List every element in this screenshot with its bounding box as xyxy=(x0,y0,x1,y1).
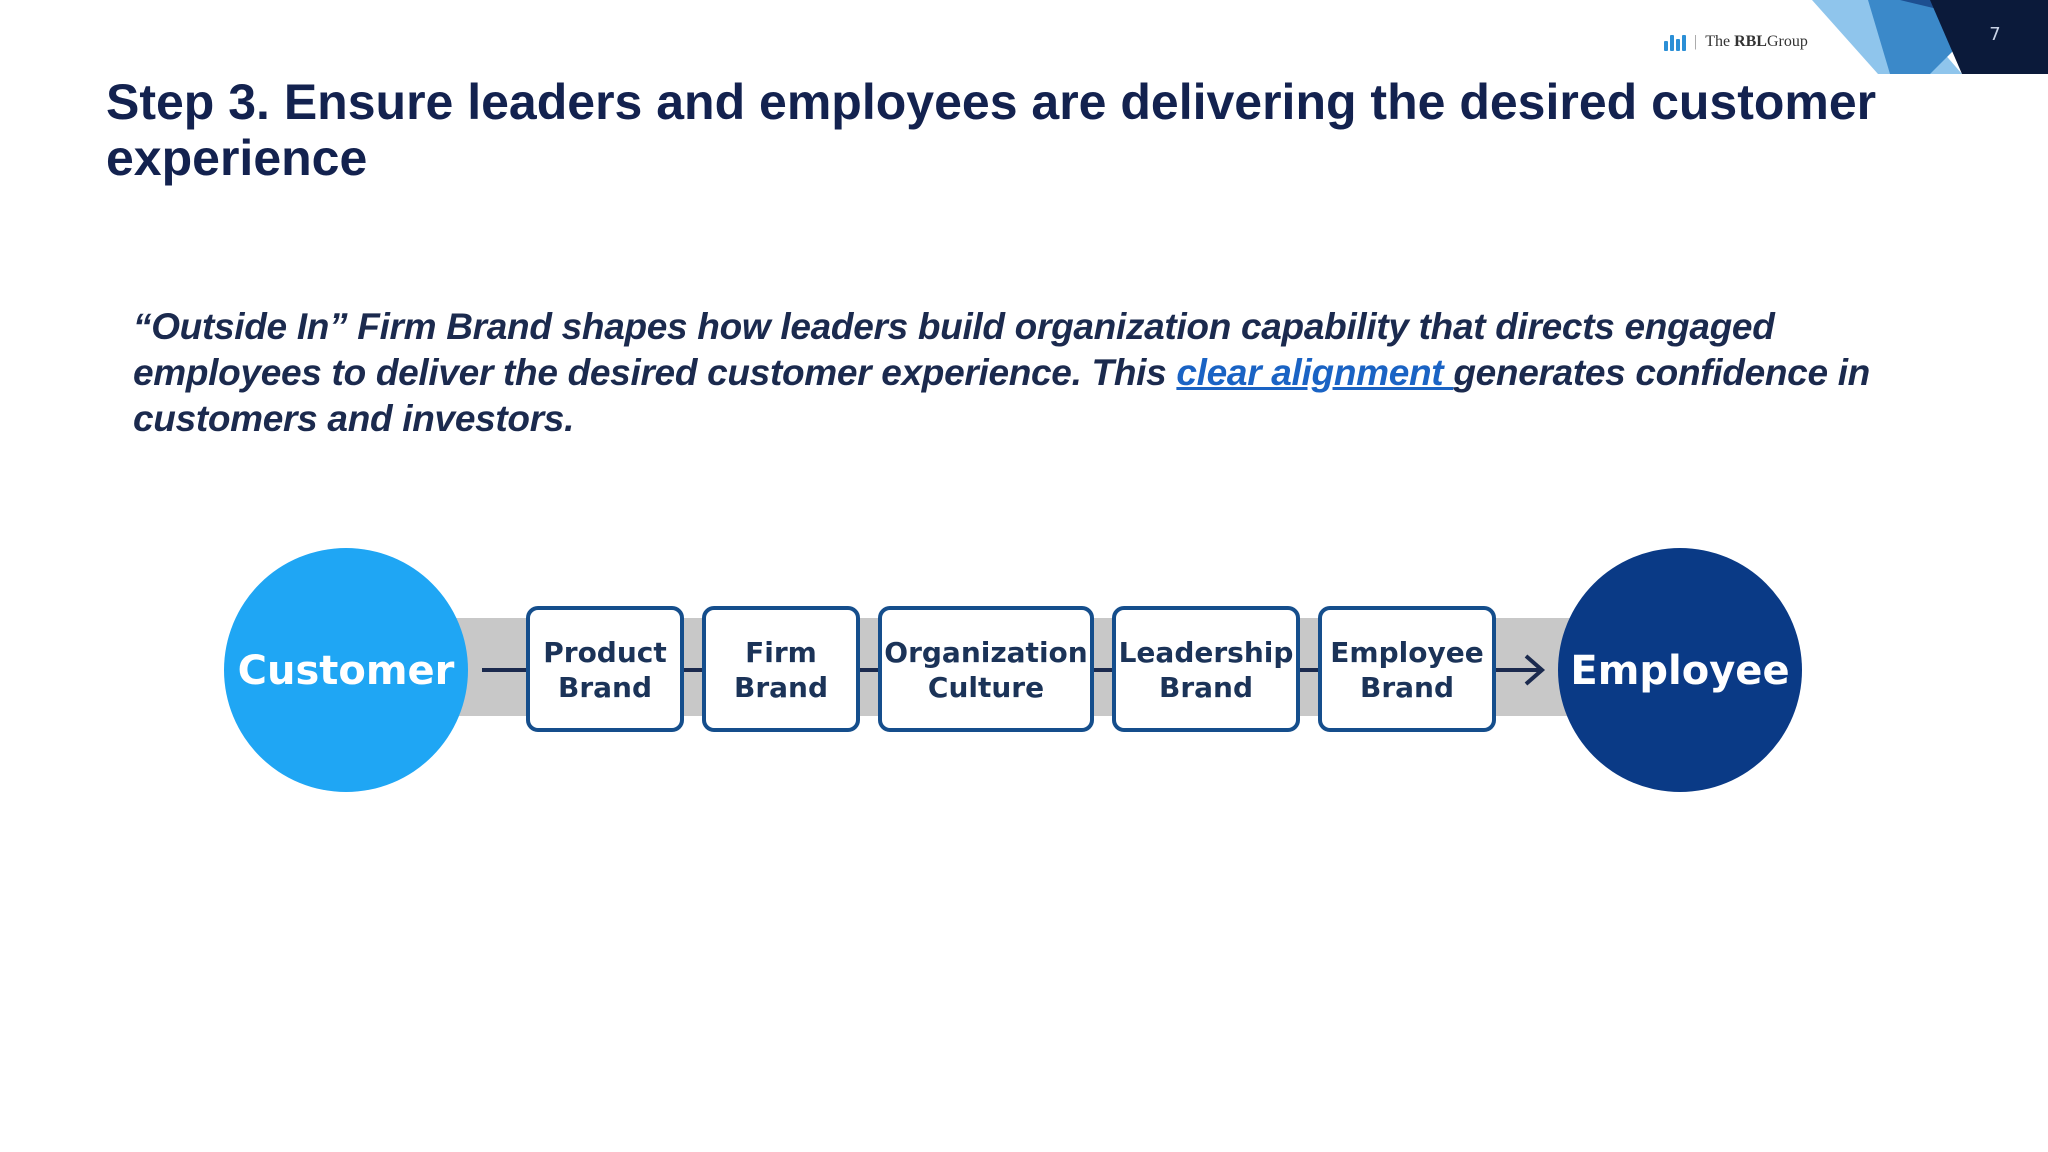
step-label-line1: Employee xyxy=(1330,636,1483,669)
employee-node-label: Employee xyxy=(1570,648,1789,694)
customer-node: Customer xyxy=(224,548,468,792)
step-label-line2: Brand xyxy=(734,671,828,704)
clear-alignment-link[interactable]: clear alignment xyxy=(1176,352,1454,393)
step-label-line1: Organization xyxy=(884,636,1087,669)
logo-text-prefix: The xyxy=(1705,33,1731,50)
step-organization-culture: Organization Culture xyxy=(878,606,1094,732)
quote-text-after: generates confidence in customers and in… xyxy=(133,352,1870,439)
step-leadership-brand: Leadership Brand xyxy=(1112,606,1300,732)
step-label-line1: Firm xyxy=(745,636,817,669)
logo-wordmark: The RBLGroup xyxy=(1705,33,1808,51)
logo-text-bold: RBL xyxy=(1734,33,1767,50)
slide-title: Step 3. Ensure leaders and employees are… xyxy=(106,74,1877,186)
corner-decoration xyxy=(1812,0,2048,74)
quote-text-before: “Outside In” Firm Brand shapes how leade… xyxy=(133,306,1775,393)
step-label-line2: Culture xyxy=(928,671,1044,704)
step-label-line2: Brand xyxy=(1360,671,1454,704)
logo-text-suffix: Group xyxy=(1766,33,1808,50)
step-product-brand: Product Brand xyxy=(526,606,684,732)
rbl-logo-icon xyxy=(1664,33,1686,51)
step-label-line2: Brand xyxy=(558,671,652,704)
arrow-right-icon xyxy=(1494,654,1546,686)
step-employee-brand: Employee Brand xyxy=(1318,606,1496,732)
step-label-line1: Product xyxy=(543,636,667,669)
step-label-line1: Leadership xyxy=(1119,636,1294,669)
quote-paragraph: “Outside In” Firm Brand shapes how leade… xyxy=(133,304,1933,442)
customer-node-label: Customer xyxy=(238,648,455,694)
step-label-line2: Brand xyxy=(1159,671,1253,704)
employee-node: Employee xyxy=(1558,548,1802,792)
page-number: 7 xyxy=(1989,24,2001,45)
logo-separator: | xyxy=(1694,33,1698,50)
step-firm-brand: Firm Brand xyxy=(702,606,860,732)
rbl-group-logo: | The RBLGroup xyxy=(1664,30,1808,54)
